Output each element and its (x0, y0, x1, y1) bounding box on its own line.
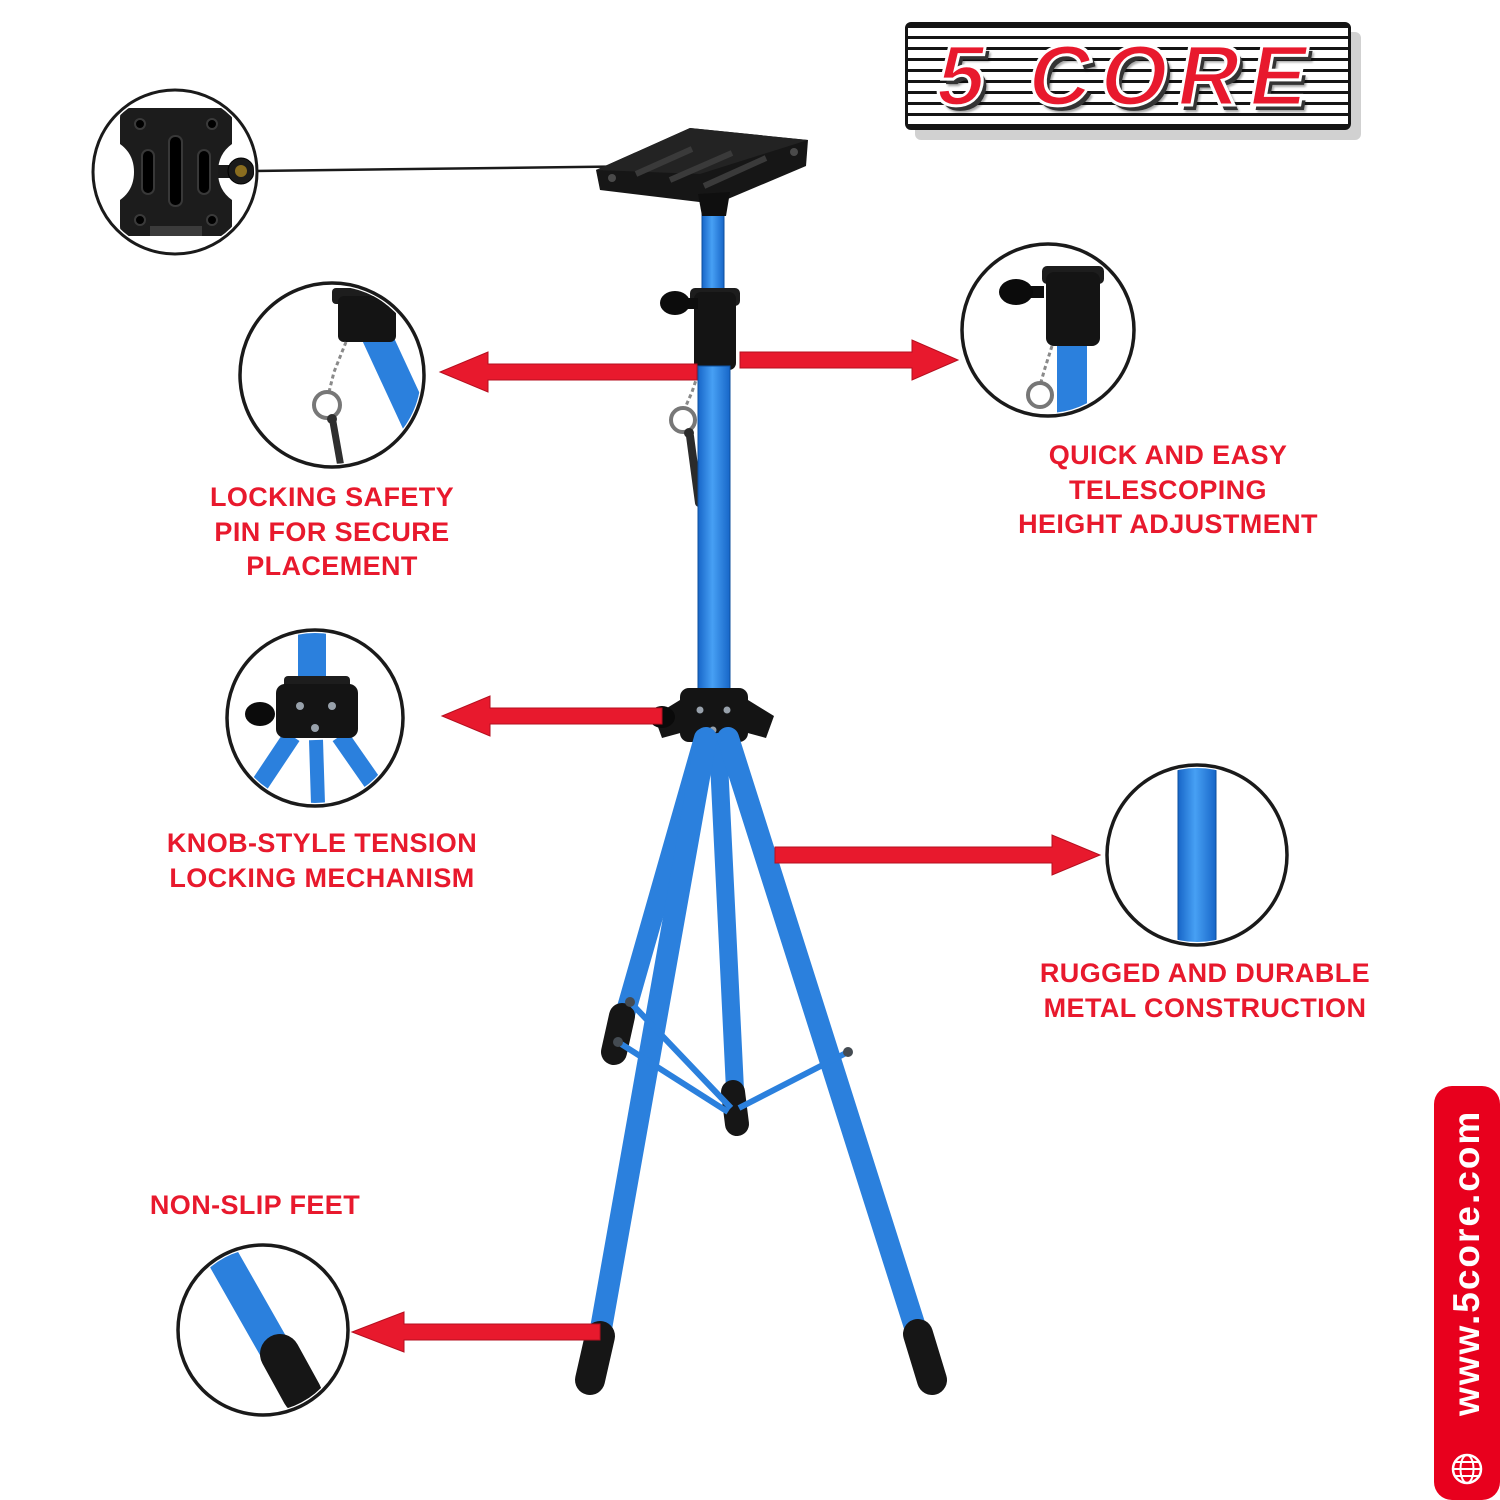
callout-circle-construction (1105, 763, 1289, 947)
label-telescoping: QUICK AND EASY TELESCOPING HEIGHT ADJUST… (1018, 440, 1318, 540)
globe-icon (1448, 1450, 1486, 1488)
label-construction: RUGGED AND DURABLE METAL CONSTRUCTION (1039, 958, 1371, 1023)
front-right-foot (903, 1319, 947, 1395)
front-left-foot (575, 1321, 615, 1395)
height-adjust-collar (660, 288, 740, 370)
callout-circle-safety-pin (238, 281, 426, 469)
connector-line (253, 164, 656, 173)
callout-circle-telescoping (960, 242, 1136, 418)
tripod-stand (575, 128, 947, 1395)
callout-circle-mount-plate (91, 88, 259, 256)
top-mount-plate (596, 128, 808, 216)
callout-circle-non-slip-feet (176, 1243, 350, 1417)
callout-circle-tension-knob (225, 628, 405, 808)
center-extension (709, 733, 745, 1119)
arrow-non-slip-feet (350, 1311, 601, 1353)
arrow-telescoping (739, 339, 960, 381)
label-safety-pin: LOCKING SAFETY PIN FOR SECURE PLACEMENT (209, 482, 455, 582)
callout-arrows (350, 339, 1102, 1353)
adjust-knob (660, 291, 690, 315)
center-cap (721, 1080, 749, 1136)
label-non-slip-feet: NON-SLIP FEET (149, 1190, 361, 1220)
arrow-tension-knob (440, 695, 663, 737)
leg-braces (613, 997, 853, 1115)
pin-ring (669, 406, 697, 434)
brand-logo-text: 5 CORE (928, 27, 1328, 126)
label-tension-knob: KNOB-STYLE TENSION LOCKING MECHANISM (166, 828, 478, 893)
brand-logo: 5 CORE (905, 22, 1351, 130)
safety-pin-chain (669, 367, 703, 507)
website-ribbon: www.5core.com (1434, 1086, 1500, 1500)
front-right-leg (717, 727, 939, 1379)
website-url: www.5core.com (1446, 1109, 1487, 1417)
main-pole (697, 365, 731, 693)
arrow-construction (774, 834, 1102, 876)
arrow-safety-pin (438, 351, 698, 393)
front-left-leg (583, 727, 717, 1379)
